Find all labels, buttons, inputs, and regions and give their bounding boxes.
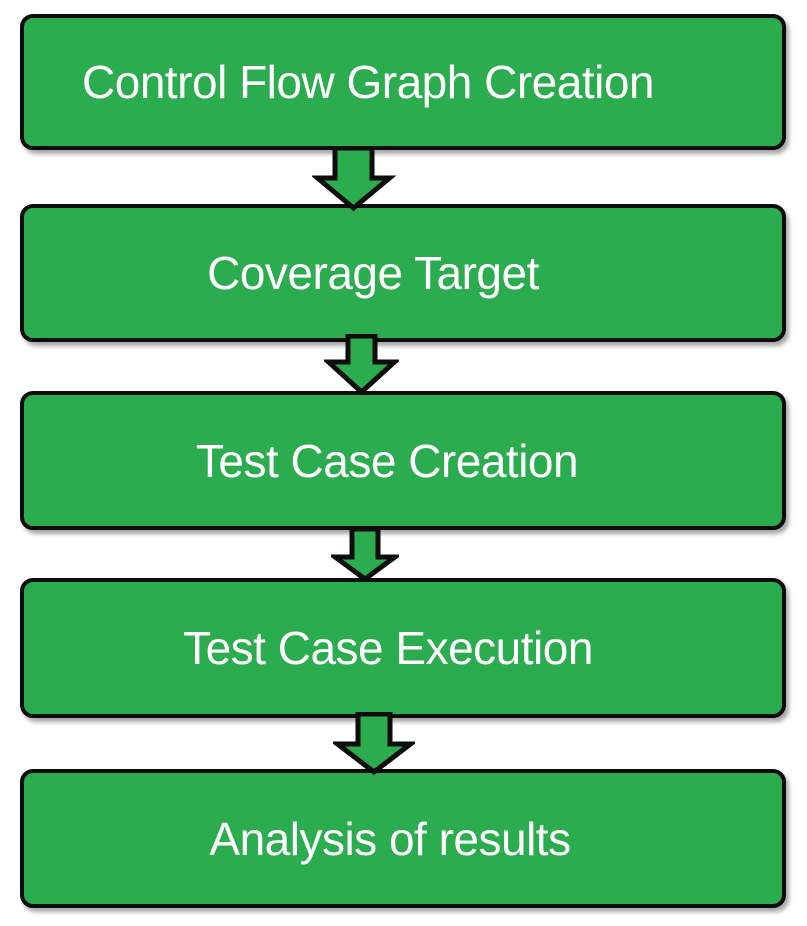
flow-step-analysis-of-results: Analysis of results bbox=[20, 769, 786, 908]
flow-step-label: Control Flow Graph Creation bbox=[82, 56, 654, 108]
down-block-arrow-icon bbox=[333, 712, 415, 776]
down-block-arrow-icon bbox=[331, 527, 399, 583]
flow-step-label: Coverage Target bbox=[207, 247, 539, 299]
flow-step-control-flow-graph-creation: Control Flow Graph Creation bbox=[20, 14, 786, 150]
down-block-arrow-icon bbox=[312, 146, 396, 212]
flow-step-label: Test Case Creation bbox=[195, 434, 579, 487]
down-block-arrow-icon bbox=[324, 334, 399, 396]
flow-step-coverage-target: Coverage Target bbox=[20, 204, 786, 342]
flow-step-test-case-execution: Test Case Execution bbox=[20, 578, 786, 718]
flow-step-label: Analysis of results bbox=[209, 812, 571, 865]
flow-step-label: Test Case Execution bbox=[183, 622, 593, 674]
flow-step-test-case-creation: Test Case Creation bbox=[20, 391, 786, 530]
